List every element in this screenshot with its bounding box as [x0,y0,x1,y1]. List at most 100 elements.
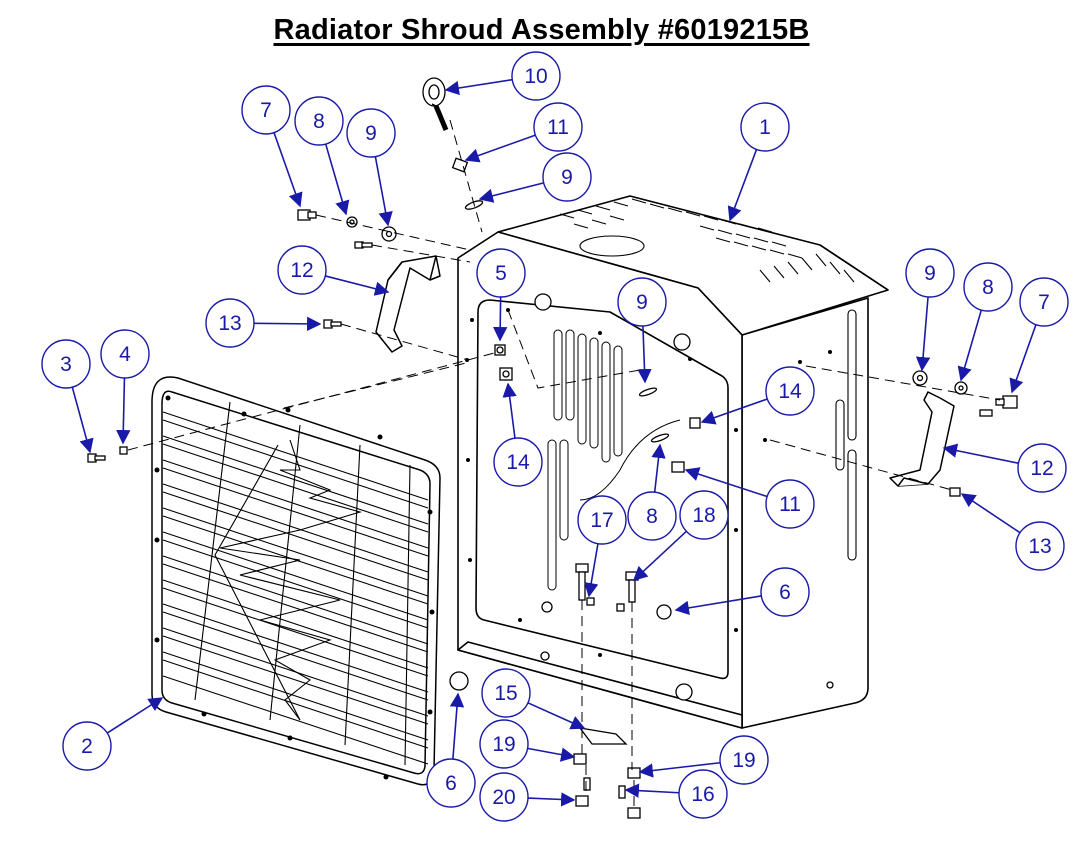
callout-c11b: 11 [684,467,815,529]
callout-leader-arrow [273,132,303,208]
callout-leader-arrow [651,443,666,493]
callout-number: 9 [365,122,377,145]
callout-bubble [905,248,955,298]
callout-bubble [678,769,728,819]
diagram-title: Radiator Shroud Assembly #6019215B [273,14,810,46]
callout-c12a: 12 [277,245,390,296]
callout-number: 5 [495,262,507,285]
callout-leader-arrow [71,386,94,454]
callout-c13a: 13 [205,298,322,348]
callout-number: 12 [290,259,313,282]
callout-bubble [719,735,769,785]
callout-c9a: 9 [346,108,396,227]
callout-bubble [100,329,150,379]
callout-leader-arrow [915,296,931,372]
callout-c7b: 7 [1009,277,1069,394]
callout-number: 2 [81,735,93,758]
callout-bubble [511,51,561,101]
callout-leader-arrow [502,382,517,439]
callout-leader-arrow [106,697,164,734]
grille-bars [162,401,429,766]
callout-bubble [542,152,592,202]
callout-bubble [963,262,1013,312]
callout-bubble [294,96,344,146]
grommets [534,293,834,701]
callout-bubble [1017,443,1067,493]
callout-c8a: 8 [294,96,350,216]
callout-leader-arrow [632,530,687,581]
callout-leader-arrow [464,134,536,163]
callout-number: 12 [1030,457,1053,480]
callout-number: 14 [778,380,802,403]
callout-number: 18 [692,504,715,527]
callout-c8b: 8 [957,262,1013,382]
callout-c6a: 6 [674,567,810,617]
callout-number: 19 [732,749,755,772]
callout-bubble [765,366,815,416]
callout-c15: 15 [481,668,586,730]
callout-bubble [481,668,531,718]
callout-leader-arrow [324,143,350,216]
callout-bubble [205,298,255,348]
callout-number: 10 [524,65,547,88]
callout-number: 6 [445,772,457,795]
callout-leader-arrow [584,543,599,598]
top-vent-slots [559,198,855,283]
callout-number: 19 [492,733,515,756]
callout-bubble [476,248,526,298]
callout-c9b: 9 [478,152,592,203]
callout-bubble [41,339,91,389]
callout-bubble [1019,277,1069,327]
callout-c12b: 12 [942,443,1067,493]
callout-bubble [577,495,627,545]
callout-c19b: 19 [638,735,769,785]
callout-number: 15 [494,682,517,705]
callout-leader-arrow [1009,324,1037,394]
callout-number: 13 [1028,535,1051,558]
callout-bubble [241,85,291,135]
callout-c13b: 13 [960,493,1065,571]
callout-bubble [533,102,583,152]
grille-panel [151,376,441,786]
callout-leader-arrow [684,467,768,498]
callout-leader-arrow [527,792,576,807]
callout-leader-arrow [638,761,721,778]
callout-number: 8 [313,110,325,133]
callout-c20: 20 [479,772,576,822]
callout-leader-arrow [325,275,390,296]
callout-leader-arrow [449,692,465,760]
grille-screws [154,395,435,780]
callout-c9d: 9 [905,248,955,372]
callout-c17: 17 [577,495,627,598]
callout-leader-arrow [116,377,131,445]
callout-c2: 2 [62,697,164,771]
callout-bubble [627,491,677,541]
callout-number: 16 [691,783,714,806]
callout-leader-arrow [374,156,393,227]
callout-leader-arrow [253,316,322,332]
callout-leader-arrow [527,747,576,762]
callout-leader-arrow [624,783,680,798]
callout-bubble [277,245,327,295]
callout-leader-arrow [957,309,983,382]
assembly-guide-lines [127,119,1001,808]
callout-bubble [617,277,667,327]
callout-number: 9 [636,291,648,314]
callout-bubble [765,479,815,529]
callout-leader-arrow [492,296,508,342]
callout-bubble [740,102,790,152]
callout-bubble [679,490,729,540]
callout-c9c: 9 [617,277,667,384]
callout-number: 4 [119,343,131,366]
callout-number: 9 [924,262,936,285]
callout-bubble [62,721,112,771]
callout-c11a: 11 [464,102,583,163]
callout-bubble [479,719,529,769]
callout-number: 9 [561,166,573,189]
callout-leader-arrow [478,182,544,203]
callout-number: 11 [547,116,569,139]
callout-bubble [1015,521,1065,571]
callout-bubble [346,108,396,158]
